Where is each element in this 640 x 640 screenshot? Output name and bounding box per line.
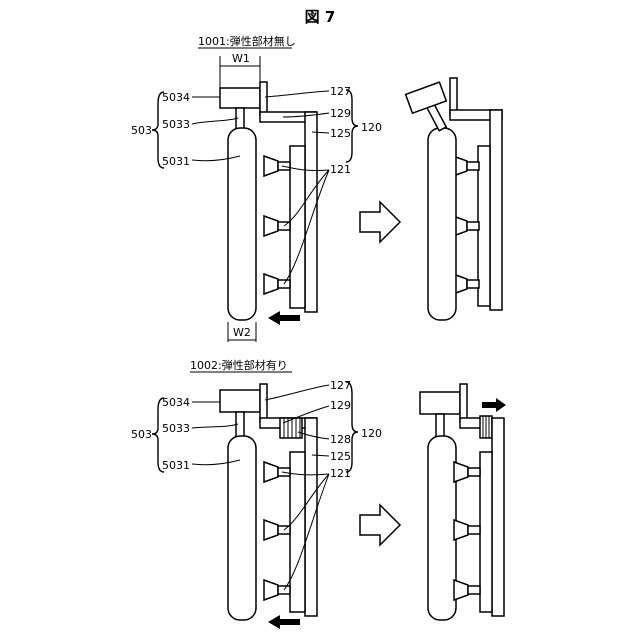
label-5034: 5034 (162, 396, 190, 409)
wall-125 (305, 418, 317, 616)
wall-125 (305, 112, 317, 312)
base-plate (290, 452, 305, 612)
figure-title: 図 7 (305, 8, 336, 26)
bracket-120 (346, 90, 358, 162)
holder-5034-right (420, 392, 460, 414)
label-125: 125 (330, 450, 351, 463)
label-5033: 5033 (162, 118, 190, 131)
label-129: 129 (330, 107, 351, 120)
hollow-right-arrow-icon (360, 202, 400, 242)
top-caption: 1001:弾性部材無し (198, 34, 296, 48)
plate-127 (260, 384, 267, 422)
plate-127 (260, 82, 267, 116)
body-5031 (228, 128, 256, 320)
label-5031: 5031 (162, 155, 190, 168)
leader-127 (265, 91, 329, 97)
hollow-right-arrow-icon (360, 505, 400, 545)
body-5031-right (428, 436, 456, 620)
plate-127-right (460, 384, 467, 422)
label-120: 120 (361, 121, 382, 134)
spring-icon (480, 416, 492, 438)
base-plate-right (480, 452, 492, 612)
shaft-5033 (236, 412, 244, 438)
base-plate-right (478, 146, 490, 306)
label-5033: 5033 (162, 422, 190, 435)
holder-5034 (220, 390, 260, 412)
shaft-5033 (236, 108, 244, 130)
wall-125-right (490, 110, 502, 310)
wall-125-right (492, 418, 504, 616)
left-arrow-icon (268, 615, 300, 629)
w2-label: W2 (233, 326, 251, 339)
body-5031-right (428, 128, 456, 320)
label-120: 120 (361, 427, 382, 440)
label-121: 121 (330, 467, 351, 480)
leader-5033 (192, 118, 238, 124)
right-arrow-icon (482, 398, 506, 412)
label-127: 127 (330, 379, 351, 392)
label-128: 128 (330, 433, 351, 446)
label-125: 125 (330, 127, 351, 140)
label-5034: 5034 (162, 91, 190, 104)
bottom-caption: 1002:弾性部材有り (190, 358, 288, 372)
bottom-right-diagram (420, 384, 506, 620)
bottom-left-diagram: 1002:弾性部材有り 503 5034 5033 5031 127 (131, 358, 382, 629)
body-5031 (228, 436, 256, 620)
top-left-diagram: 1001:弾性部材無し W1 503 5034 5033 5031 127 12… (131, 34, 382, 342)
label-5031: 5031 (162, 459, 190, 472)
label-503: 503 (131, 124, 152, 137)
holder-5034 (220, 88, 260, 108)
label-121: 121 (330, 163, 351, 176)
left-arrow-icon (268, 311, 300, 325)
beam-129-right (460, 418, 482, 428)
label-503: 503 (131, 428, 152, 441)
tilted-head (406, 82, 447, 113)
leader-5033 (192, 424, 238, 428)
w1-label: W1 (232, 52, 250, 65)
label-127: 127 (330, 85, 351, 98)
label-129: 129 (330, 399, 351, 412)
leader-127 (265, 385, 329, 400)
top-right-diagram (406, 78, 502, 320)
plate-127-tilted-state (450, 78, 457, 114)
spring-icon (280, 418, 302, 438)
base-plate (290, 146, 305, 308)
